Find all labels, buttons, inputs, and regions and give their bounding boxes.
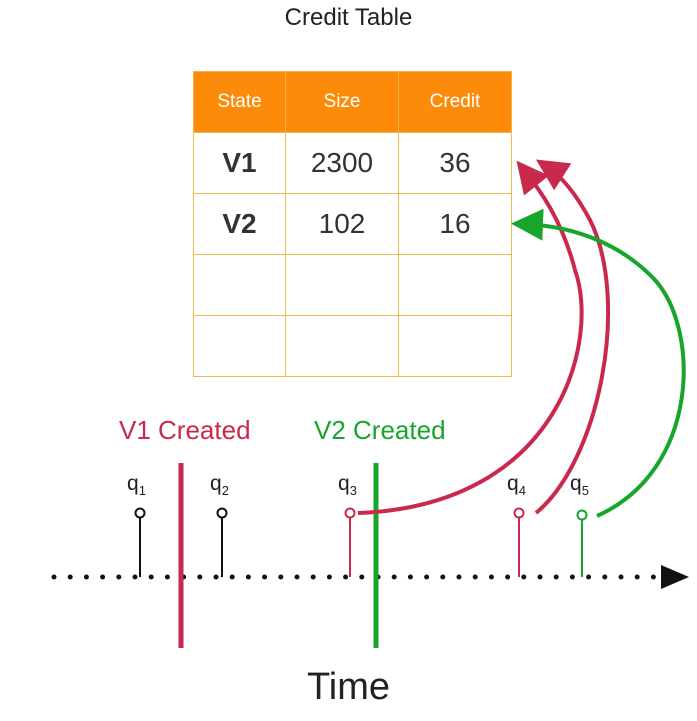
credit-cell: 16 [398, 193, 512, 255]
column-header-credit: Credit [398, 71, 512, 133]
query-label-base: q [338, 472, 350, 495]
table-header-row: State Size Credit [193, 71, 512, 133]
q4-to-v1-arrow [534, 159, 611, 515]
query-q3-marker [344, 507, 356, 577]
q3-to-v1-arrow [357, 160, 584, 515]
query-label-q4: q4 [507, 472, 526, 498]
query-label-base: q [507, 472, 519, 495]
column-header-size: Size [285, 71, 399, 133]
query-q1-marker [134, 507, 146, 577]
credit-cell: 36 [398, 132, 512, 194]
query-label-q5: q5 [570, 472, 589, 498]
query-label-sub: 2 [221, 483, 229, 499]
q5-to-v2-arrow [511, 208, 686, 518]
size-cell [285, 254, 399, 316]
time-axis-arrowhead [661, 565, 689, 589]
table-row [193, 315, 512, 377]
query-label-base: q [210, 472, 222, 495]
query-label-sub: 5 [581, 483, 589, 499]
query-label-q1: q1 [127, 472, 146, 498]
query-label-sub: 4 [518, 483, 526, 499]
page-title: Credit Table [284, 4, 413, 31]
query-label-q3: q3 [338, 472, 357, 498]
query-label-base: q [127, 472, 139, 495]
query-q2-marker [216, 507, 228, 577]
query-label-sub: 1 [138, 483, 146, 499]
state-cell: V2 [193, 193, 286, 255]
credit-cell [398, 315, 512, 377]
column-header-state: State [193, 71, 286, 133]
v1-created-label: V1 Created [119, 415, 251, 445]
query-q5-marker [576, 509, 588, 577]
credit-table: State Size Credit V1 2300 36 V2 102 16 [193, 71, 512, 377]
query-q4-marker [513, 507, 525, 577]
query-label-q2: q2 [210, 472, 229, 498]
v2-created-label: V2 Created [314, 415, 446, 445]
query-label-base: q [570, 472, 582, 495]
query-label-sub: 3 [349, 483, 357, 499]
table-row: V1 2300 36 [193, 132, 512, 194]
time-axis-label: Time [306, 666, 391, 708]
